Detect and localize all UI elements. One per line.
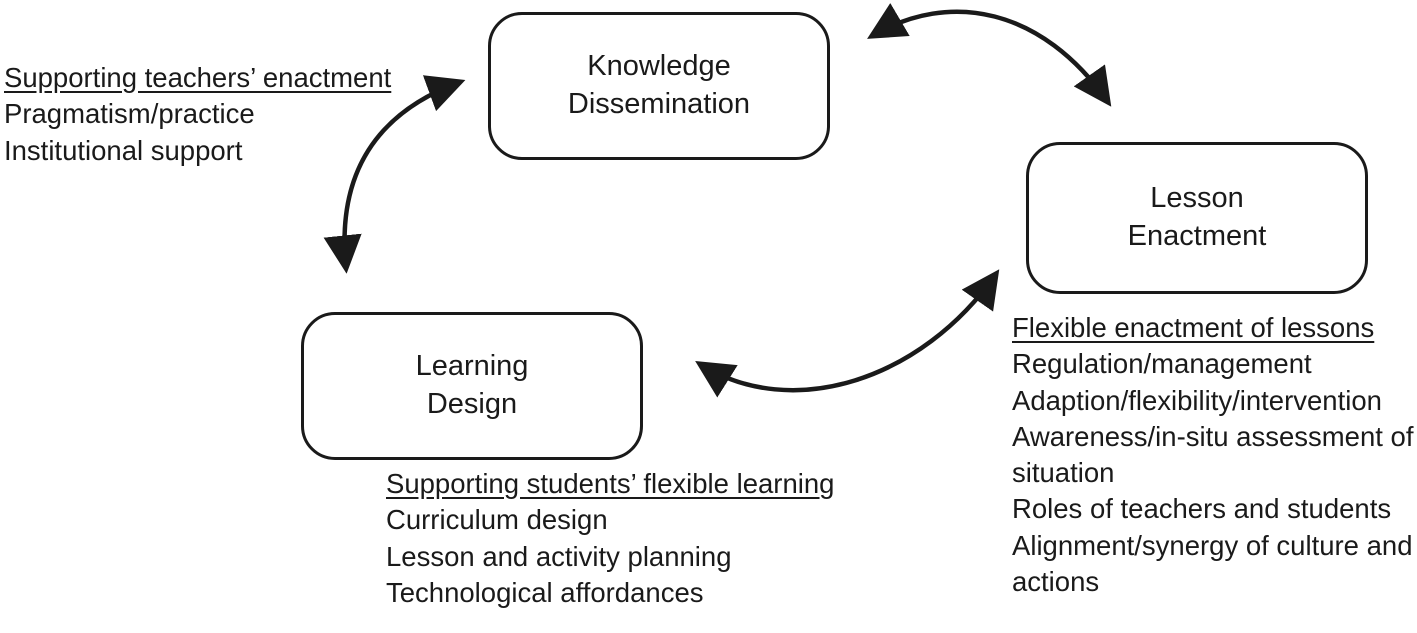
annotation-students-flexible-learning-title: Supporting students’ flexible learning xyxy=(386,468,835,499)
annotation-teachers-enactment: Supporting teachers’ enactment Pragmatis… xyxy=(4,60,474,169)
annotation-flexible-enactment-lines: Regulation/management Adaption/flexibili… xyxy=(1012,348,1414,598)
annotation-teachers-enactment-title: Supporting teachers’ enactment xyxy=(4,62,392,93)
annotation-teachers-enactment-lines: Pragmatism/practice Institutional suppor… xyxy=(4,98,255,166)
node-knowledge-dissemination: Knowledge Dissemination xyxy=(488,12,830,160)
arrow-knowledge-lesson xyxy=(867,3,1112,107)
annotation-flexible-enactment: Flexible enactment of lessons Regulation… xyxy=(1012,310,1414,600)
arrow-learning-lesson xyxy=(695,269,1000,398)
node-lesson-enactment: Lesson Enactment xyxy=(1026,142,1368,294)
annotation-students-flexible-learning-lines: Curriculum design Lesson and activity pl… xyxy=(386,504,732,608)
annotation-flexible-enactment-title: Flexible enactment of lessons xyxy=(1012,312,1375,343)
node-learning-design: Learning Design xyxy=(301,312,643,460)
annotation-students-flexible-learning: Supporting students’ flexible learning C… xyxy=(386,466,906,611)
